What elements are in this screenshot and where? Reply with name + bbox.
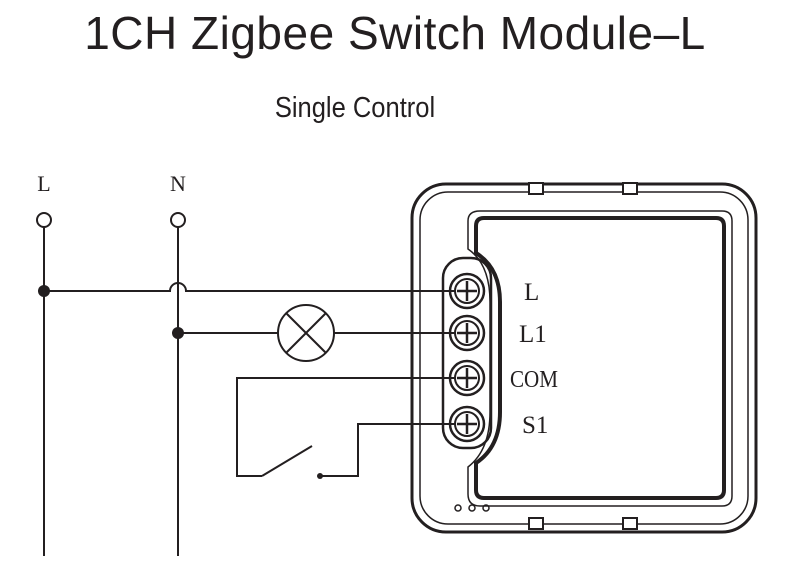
diagram-title: 1CH Zigbee Switch Module–L (84, 7, 706, 59)
live-junction-dot (38, 285, 50, 297)
live-terminal-icon (36, 212, 52, 228)
terminal-screw-s1-icon (448, 405, 486, 443)
switch-lever (261, 445, 313, 477)
neutral-terminal-icon (170, 212, 186, 228)
terminal-screw-l1-icon (448, 314, 486, 352)
terminal-label-l1: L1 (519, 321, 547, 348)
terminal-label-com: COM (510, 367, 558, 393)
live-to-terminal-wire (44, 282, 455, 292)
terminal-screw-l-icon (448, 272, 486, 310)
switch-contact-dot (317, 473, 323, 479)
switch-module-housing (410, 182, 758, 534)
s1-to-switch-wire (320, 423, 455, 477)
led-indicators-icon (454, 504, 490, 512)
live-label: L (37, 171, 50, 196)
com-to-switch-wire (236, 377, 455, 477)
lamp-icon (277, 304, 335, 362)
neutral-junction-dot (172, 327, 184, 339)
neutral-label: N (170, 171, 186, 196)
terminal-screw-com-icon (448, 359, 486, 397)
diagram-subtitle: Single Control (274, 92, 436, 124)
terminal-label-s1: S1 (522, 412, 548, 439)
terminal-label-l: L (524, 279, 539, 306)
